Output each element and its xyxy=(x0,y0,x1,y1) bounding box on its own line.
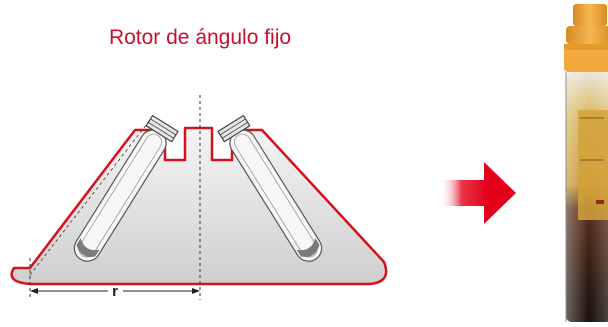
radius-dimension xyxy=(30,288,200,294)
radius-label: r xyxy=(112,283,118,300)
left-tube xyxy=(73,114,179,262)
right-tube xyxy=(217,114,323,262)
blood-collection-tube-icon xyxy=(564,4,608,322)
rotor-body xyxy=(10,126,388,286)
diagram-title: Rotor de ángulo fijo xyxy=(108,26,292,49)
right-arrow-icon xyxy=(440,162,516,224)
tube-axis-line xyxy=(29,119,151,276)
